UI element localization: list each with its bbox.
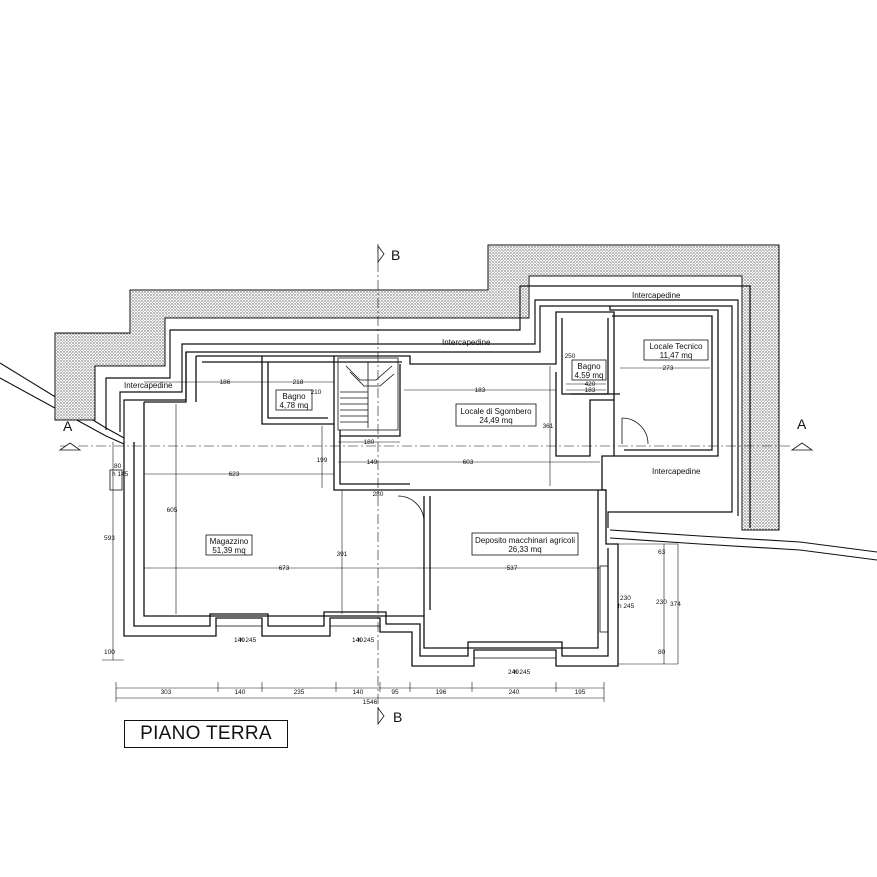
room-sgombero-name: Locale di Sgombero [460,407,532,416]
dimension-texts: 186 218 210 183 250 420 183 273 180 149 … [104,353,681,706]
dim-bottom-h245a: h 245 [240,637,257,644]
dim-total-196: 196 [436,689,447,696]
dim-280: 280 [373,491,384,498]
room-bagno1-name: Bagno [282,392,306,401]
dim-210: 210 [311,389,322,396]
dimension-lines [102,366,710,702]
dim-183b: 183 [585,387,596,394]
dim-80: 80 [114,463,122,470]
room-deposito-area: 26,33 mq [508,545,541,554]
dim-bottom-240: 240 [508,669,519,676]
dim-230: 230 [620,595,631,602]
dim-h245: h 245 [618,603,635,610]
dim-623: 623 [229,471,240,478]
dim-total-303: 303 [161,689,172,696]
dim-593: 593 [104,535,115,542]
room-magazzino-area: 51,39 mq [212,546,245,555]
dim-673: 673 [279,565,290,572]
section-a-right: A [797,416,807,432]
dim-bottom-140b: 140 [352,637,363,644]
dim-total-240: 240 [509,689,520,696]
intercapedine-label-ne: Intercapedine [632,291,681,300]
dim-361: 361 [543,423,554,430]
dim-total-140: 140 [235,689,246,696]
room-deposito-name: Deposito macchinari agricoli [475,536,575,545]
plan-title: PIANO TERRA [124,720,288,748]
staircase [337,357,399,431]
room-bagno2-area: 4,59 mq [575,371,604,380]
dim-total-195: 195 [575,689,586,696]
dim-100: 100 [104,649,115,656]
section-markers [58,244,814,726]
dim-374: 374 [670,601,681,608]
dim-h145: h 145 [112,471,129,478]
dim-186: 186 [220,379,231,386]
room-tecnico-name: Locale Tecnico [650,342,703,351]
dim-total-140b: 140 [353,689,364,696]
dim-149: 149 [367,459,378,466]
room-magazzino-name: Magazzino [210,537,249,546]
dim-218: 218 [293,379,304,386]
intercapedine-label-north: Intercapedine [442,338,491,347]
room-tecnico-area: 11,47 mq [660,351,693,360]
dim-537: 537 [507,565,518,572]
section-b-bottom: B [393,709,402,725]
dim-230b: 230 [656,599,667,606]
door-swings [397,417,649,521]
dim-183: 183 [475,387,486,394]
dim-420: 420 [585,381,596,388]
intercapedine-wall [105,285,751,528]
section-b-top: B [391,247,400,263]
earth-band [54,244,780,531]
dim-bottom-h245b: h 245 [358,637,375,644]
intercapedine-label-west: Intercapedine [124,381,173,390]
dim-199: 199 [317,457,328,464]
dim-bottom-h245c: h 245 [514,669,531,676]
windows [109,469,609,659]
dim-total-1546: 1546 [363,699,378,706]
dim-605: 605 [167,507,178,514]
dim-603: 603 [463,459,474,466]
dim-180: 180 [364,439,375,446]
intercapedine-label-east: Intercapedine [652,467,701,476]
room-label-boxes [205,339,709,556]
dim-total-95: 95 [391,689,399,696]
dim-total-235: 235 [294,689,305,696]
dim-273: 273 [663,365,674,372]
room-bagno2-name: Bagno [577,362,601,371]
dim-250: 250 [565,353,576,360]
dim-391: 391 [337,551,348,558]
building-walls [123,306,719,667]
section-a-left: A [63,418,73,434]
dim-bottom-140a: 140 [234,637,245,644]
dim-63: 63 [658,549,666,556]
section-lines [60,244,790,724]
dim-80b: 80 [658,649,666,656]
room-bagno1-area: 4,78 mq [280,401,309,410]
room-sgombero-area: 24,49 mq [479,416,512,425]
